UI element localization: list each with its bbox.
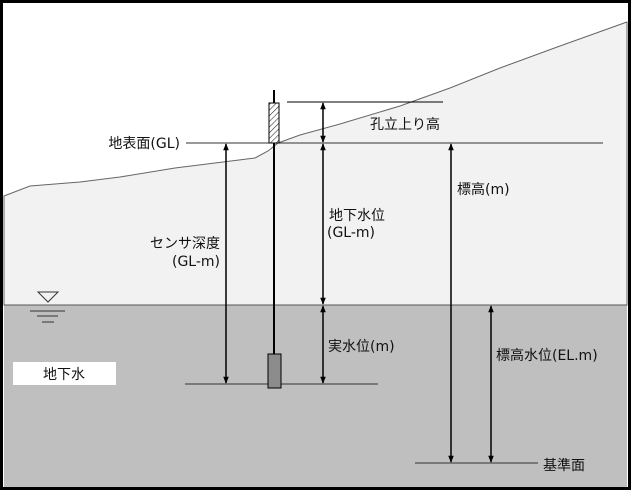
- sensor-depth-label: センサ深度: [150, 236, 220, 252]
- actual-water-level-label: 実水位(m): [328, 339, 395, 355]
- well-casing: [268, 102, 280, 144]
- water-table-icon: [30, 291, 65, 323]
- groundwater-level-unit: (GL-m): [327, 225, 375, 241]
- ground-area: [3, 21, 628, 306]
- sensor: [267, 353, 282, 389]
- elevation-label: 標高(m): [457, 181, 510, 198]
- sensor-depth-unit: (GL-m): [172, 254, 220, 270]
- groundwater-level-label: 地下水位: [329, 208, 385, 224]
- datum-label: 基準面: [543, 457, 585, 474]
- casing-height-label: 孔立上り高: [370, 116, 440, 133]
- groundwater-label: 地下水: [43, 367, 85, 383]
- ground-surface-label: 地表面(GL): [108, 136, 180, 152]
- groundwater-area: [4, 305, 627, 487]
- elevation-water-level-label: 標高水位(EL.m): [496, 347, 598, 364]
- groundwater-label-box: [13, 362, 116, 385]
